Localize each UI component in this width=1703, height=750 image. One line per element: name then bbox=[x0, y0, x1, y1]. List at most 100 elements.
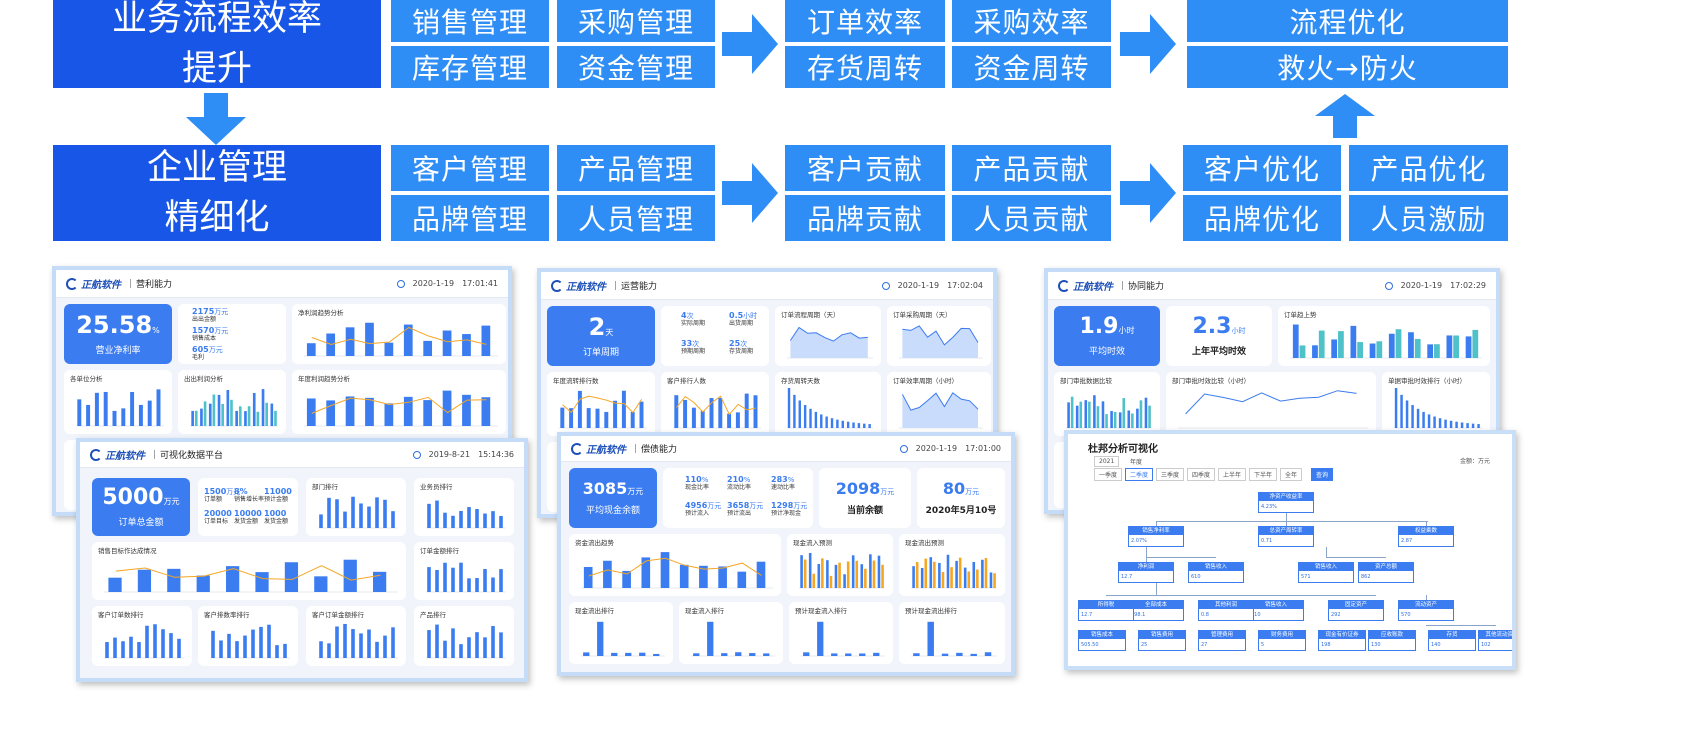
tree-node-value: 12.7 bbox=[1121, 574, 1133, 580]
bar bbox=[660, 552, 670, 588]
bar bbox=[924, 558, 928, 588]
bar bbox=[129, 636, 133, 658]
mini-chart-graphic bbox=[104, 624, 184, 659]
cell-inventory-mgmt: 库存管理 bbox=[391, 46, 549, 88]
clock-icon bbox=[899, 444, 908, 453]
bar bbox=[359, 633, 363, 658]
bar bbox=[808, 552, 812, 588]
bar bbox=[749, 653, 756, 656]
mini-chart-graphic bbox=[787, 326, 873, 359]
bar bbox=[1122, 398, 1126, 428]
tree-connector bbox=[1146, 557, 1216, 558]
bar bbox=[459, 510, 463, 528]
dashboard-title: 运营能力 bbox=[621, 282, 658, 292]
period-button[interactable]: 一季度 bbox=[1094, 468, 1123, 481]
bar bbox=[1472, 329, 1479, 358]
bar bbox=[831, 653, 838, 656]
period-button[interactable]: 上半年 bbox=[1218, 468, 1247, 481]
kpi-label: 平均时效 bbox=[1088, 346, 1125, 357]
tree-node-value: 610 bbox=[1251, 612, 1261, 618]
bar bbox=[1434, 344, 1440, 358]
mini-chart-graphic bbox=[559, 390, 647, 429]
bar bbox=[972, 561, 976, 588]
bar bbox=[306, 398, 316, 426]
tree-connector bbox=[1106, 595, 1376, 596]
bar bbox=[873, 652, 880, 656]
bar bbox=[622, 570, 631, 588]
tree-node-name: 销售成本 bbox=[1079, 631, 1125, 639]
bar bbox=[841, 420, 844, 428]
bar bbox=[177, 638, 181, 658]
bar bbox=[306, 343, 316, 356]
chart-doc-approval-rank: 单据审批时效排行（小时） bbox=[1382, 372, 1490, 436]
bar bbox=[693, 653, 700, 656]
bar bbox=[718, 397, 723, 428]
bar bbox=[817, 564, 821, 588]
bar bbox=[145, 625, 149, 658]
cell-brand-optimization: 品牌优化 bbox=[1183, 195, 1341, 241]
bar bbox=[467, 637, 471, 658]
tree-node-value: 862 bbox=[1361, 574, 1371, 580]
bar bbox=[491, 626, 495, 658]
bar bbox=[699, 565, 708, 588]
bar bbox=[327, 643, 331, 658]
bar bbox=[351, 496, 355, 528]
bar bbox=[577, 390, 582, 428]
tree-node-value: 130 bbox=[1371, 642, 1381, 648]
bar bbox=[1466, 423, 1469, 428]
bar bbox=[846, 561, 850, 588]
goal-process-efficiency: 业务流程效率 提升 bbox=[53, 0, 381, 89]
clock-icon bbox=[396, 279, 405, 288]
kpi-label: 订单周期 bbox=[582, 347, 619, 358]
period-button[interactable]: 四季度 bbox=[1187, 468, 1216, 481]
series-line bbox=[311, 396, 487, 414]
bar bbox=[365, 397, 374, 426]
bar bbox=[1067, 402, 1070, 428]
date: 2020-1-19 bbox=[897, 281, 940, 290]
bar bbox=[709, 398, 714, 428]
chart-forecast-in-rank: 预计现金流入排行 bbox=[789, 602, 893, 664]
bar bbox=[1096, 406, 1100, 428]
period-button[interactable]: 全年 bbox=[1280, 468, 1303, 481]
stats-panel: 4次实际周期 0.5小时出货周期 33次预期周期 25次存货周期 bbox=[661, 306, 769, 366]
query-button[interactable]: 查询 bbox=[1311, 468, 1334, 481]
bar bbox=[335, 626, 339, 658]
bar bbox=[77, 399, 82, 426]
arrow-right-icon bbox=[722, 14, 778, 74]
period-button[interactable]: 三季度 bbox=[1156, 468, 1185, 481]
bar bbox=[1394, 388, 1398, 428]
bar bbox=[499, 569, 503, 592]
bar bbox=[1338, 331, 1344, 358]
bar bbox=[345, 396, 355, 426]
bar bbox=[881, 564, 884, 588]
series-line bbox=[901, 392, 979, 411]
time: 17:02:04 bbox=[947, 281, 983, 290]
bar bbox=[443, 640, 447, 658]
bar bbox=[226, 390, 230, 426]
cell-staff-mgmt: 人员管理 bbox=[557, 195, 715, 241]
year-select[interactable]: 2021 bbox=[1094, 456, 1120, 467]
period-button[interactable]: 下半年 bbox=[1249, 468, 1278, 481]
tree-node-name: 总资产周转率 bbox=[1259, 527, 1313, 535]
bar bbox=[467, 578, 471, 592]
bar bbox=[443, 562, 447, 592]
bar bbox=[1427, 344, 1434, 358]
kpi-date-balance: 80万元 2020年5月10号 bbox=[917, 468, 1005, 528]
period-button[interactable]: 二季度 bbox=[1125, 468, 1154, 481]
bar bbox=[913, 653, 920, 656]
bar bbox=[846, 421, 850, 428]
bar bbox=[763, 653, 770, 656]
bar bbox=[153, 624, 157, 658]
bar bbox=[679, 564, 689, 588]
bar bbox=[367, 506, 371, 528]
